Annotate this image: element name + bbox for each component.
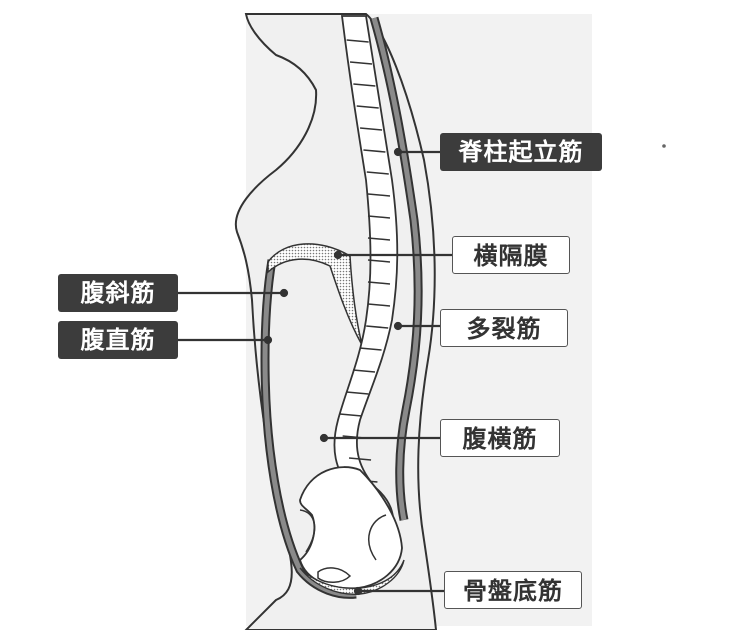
label-rectus-abdominis: 腹直筋 <box>58 321 178 359</box>
vertebra-line <box>356 105 379 109</box>
vertebra-line <box>367 303 391 307</box>
vertebra-line <box>352 369 376 373</box>
leader-dot-erector-spinae <box>393 147 403 157</box>
vertebra-line <box>346 39 369 43</box>
leader-dot-diaphragm <box>333 250 343 260</box>
vertebra-line <box>359 347 382 351</box>
vertebra-line <box>367 281 391 285</box>
leader-dot-obliques <box>279 288 289 298</box>
vertebra-line <box>367 259 391 263</box>
vertebra-line <box>367 193 391 197</box>
label-diaphragm: 横隔膜 <box>452 236 570 274</box>
leader-lines <box>176 147 454 596</box>
vertebra-line <box>349 61 373 65</box>
pelvis-bottom-bone <box>317 567 352 583</box>
vertebrae-segments <box>339 39 391 505</box>
vertebra-line <box>348 457 372 461</box>
label-obliques: 腹斜筋 <box>58 274 178 312</box>
label-multifidus: 多裂筋 <box>440 309 568 347</box>
vertebra-line <box>367 237 391 241</box>
vertebra-line <box>339 413 362 417</box>
stray-speck <box>662 144 666 148</box>
label-transversus-abdominis: 腹横筋 <box>440 419 560 457</box>
pelvis-inner-right <box>368 514 387 561</box>
vertebra-line <box>366 171 389 175</box>
leader-dot-rectus-abdominis <box>263 335 273 345</box>
pelvis-inner-left <box>299 509 316 553</box>
vertebra-line <box>366 325 389 329</box>
back-muscle-band-inner <box>371 17 421 521</box>
leader-dot-transversus <box>319 433 329 443</box>
label-pelvic-floor: 骨盤底筋 <box>444 571 582 609</box>
leader-dot-multifidus <box>393 321 403 331</box>
vertebra-line <box>346 391 369 395</box>
label-erector-spinae: 脊柱起立筋 <box>440 133 602 171</box>
vertebra-line <box>363 149 386 153</box>
leader-dot-pelvic-floor <box>353 586 363 596</box>
vertebra-line <box>367 215 391 219</box>
vertebra-line <box>353 83 376 87</box>
vertebra-line <box>360 127 383 131</box>
pelvic-floor-shape <box>299 559 405 595</box>
pelvis-shape <box>298 466 403 590</box>
